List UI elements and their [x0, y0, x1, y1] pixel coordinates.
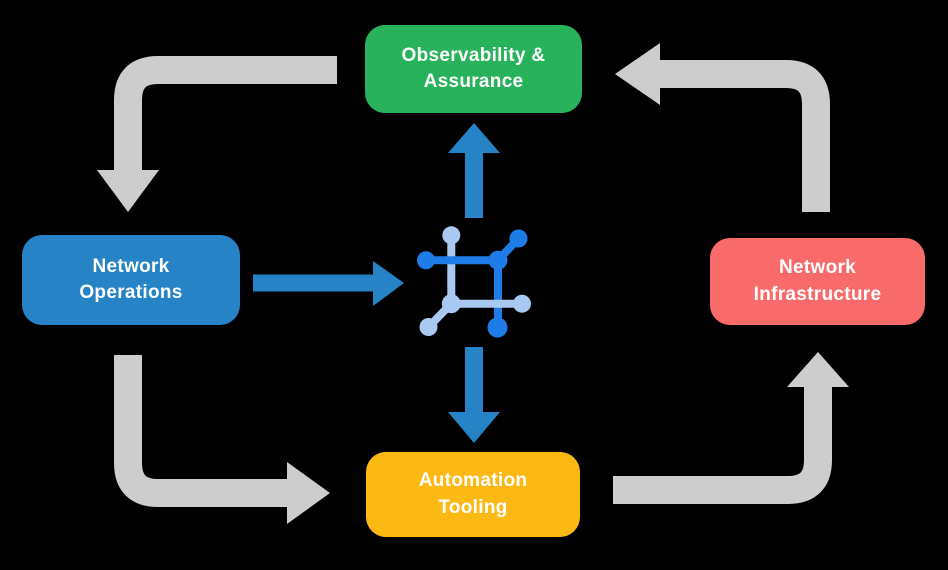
flow-arrow-automation-to-infrastructure: [613, 352, 849, 504]
node-automation-tooling: Automation Tooling: [366, 452, 580, 537]
arrowhead-right-icon: [373, 261, 404, 306]
network-automation-icon: [417, 226, 531, 338]
arrowhead-up-icon: [787, 352, 849, 387]
arrowhead-left-icon: [615, 43, 660, 105]
flow-arrow-observability-to-operations: [97, 56, 337, 212]
node-label: Network Infrastructure: [753, 257, 882, 305]
node-observability-assurance: Observability & Assurance: [365, 25, 582, 113]
node-label: Automation Tooling: [418, 470, 528, 518]
arrowhead-down-icon: [97, 170, 159, 212]
process-arrow-center-to-observability: [448, 123, 500, 218]
flow-arrow-operations-to-automation: [114, 355, 330, 524]
node-network-operations: Network Operations: [22, 235, 240, 325]
node-network-infrastructure: Network Infrastructure: [710, 238, 925, 325]
node-label: Network Operations: [79, 255, 183, 303]
process-arrow-operations-to-center: [253, 261, 404, 306]
process-arrow-center-to-automation: [448, 347, 500, 443]
flow-arrow-infrastructure-to-observability: [615, 43, 830, 212]
arrowhead-right-icon: [287, 462, 330, 524]
arrowhead-up-icon: [448, 123, 500, 153]
arrowhead-down-icon: [448, 412, 500, 443]
node-label: Observability & Assurance: [401, 44, 546, 92]
